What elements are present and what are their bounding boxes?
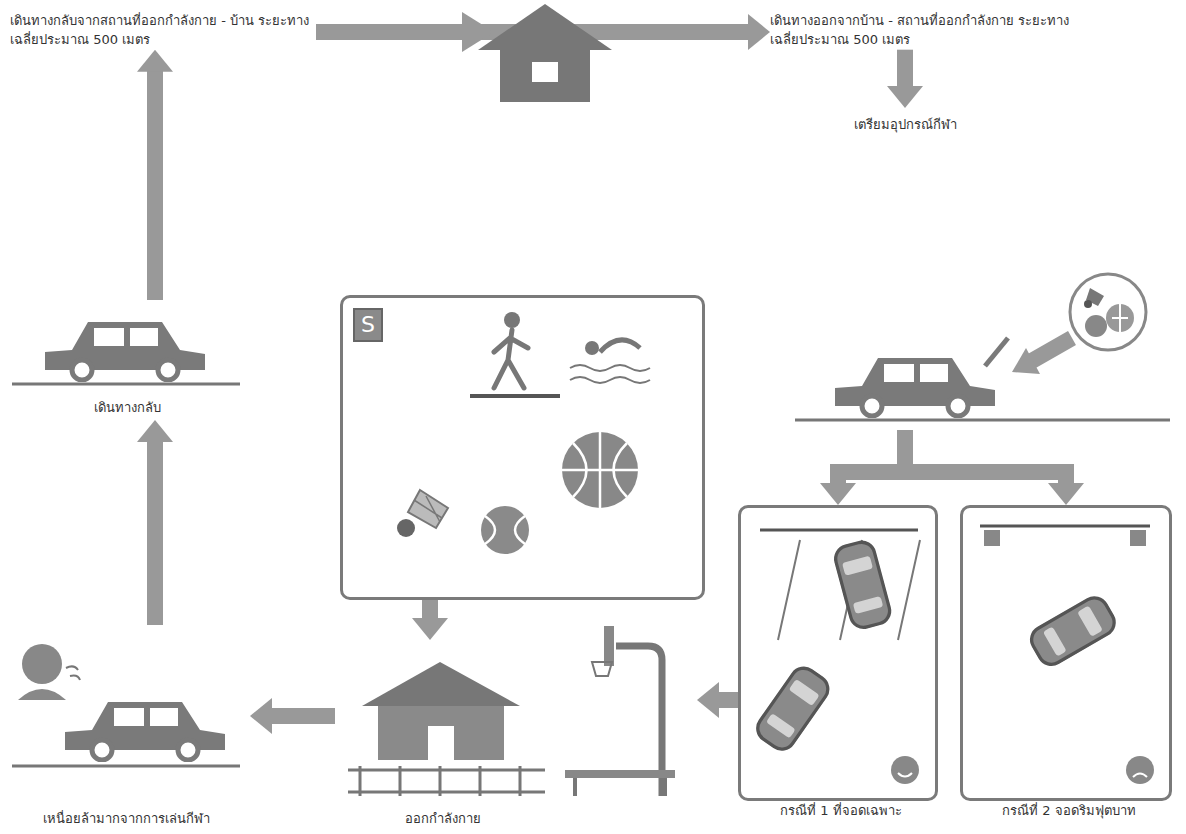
arrow-head xyxy=(887,86,923,108)
step-label: เดินทางออกจากบ้าน - สถานที่ออกกำลังกาย ร… xyxy=(770,12,1076,50)
arrow-head xyxy=(137,50,173,72)
step-panel: เหนื่อยล้ามากจากการเล่นกีฬา xyxy=(8,625,250,833)
car-loading xyxy=(795,338,1170,420)
arrow-head xyxy=(412,618,448,640)
tired-person-car xyxy=(12,644,240,766)
arrow-shaft xyxy=(147,70,163,300)
arrow-head xyxy=(1048,483,1084,505)
arrow-shaft xyxy=(717,692,738,708)
step-label: เตรียมอุปกรณ์กีฬา xyxy=(825,116,985,135)
step-text: เดินทางกลับจากสถานที่ออกกำลังกาย - บ้าน … xyxy=(10,12,316,50)
step-label: เดินทางกลับ xyxy=(12,399,242,418)
step-label: ออกกำลังกาย xyxy=(335,810,550,829)
arrow-head xyxy=(250,698,272,734)
step-panel: ออกกำลังกาย xyxy=(335,640,697,833)
step-label: S xyxy=(353,308,383,342)
equipment-bubble xyxy=(1012,274,1146,374)
case-box: กรณีที่ 1 ที่จอดเฉพาะ xyxy=(738,505,938,801)
flow-arrow xyxy=(137,420,173,625)
arrow-shaft xyxy=(838,430,905,485)
flow-arrow xyxy=(250,698,335,734)
step-panel: เตรียมอุปกรณ์กีฬา xyxy=(790,108,1172,430)
arrow-shaft xyxy=(147,440,163,625)
step-text: เดินทางออกจากบ้าน - สถานที่ออกกำลังกาย ร… xyxy=(770,12,1076,50)
house-icon xyxy=(462,4,612,102)
case-box: กรณีที่ 2 จอดริมฟุตบาท xyxy=(960,505,1172,801)
arrow-shaft xyxy=(905,430,1066,485)
arrow-head xyxy=(748,14,770,50)
flow-arrow xyxy=(820,430,905,505)
step-panel: เดินทางกลับ xyxy=(12,300,248,420)
flow-arrow xyxy=(887,50,923,108)
parking-bay xyxy=(753,530,920,784)
flow-arrow xyxy=(905,430,1084,505)
car-return xyxy=(12,322,240,384)
flow-arrow xyxy=(412,600,448,640)
step-label: เดินทางกลับจากสถานที่ออกกำลังกาย - บ้าน … xyxy=(10,12,316,50)
arrow-head xyxy=(820,483,856,505)
step-label: กรณีที่ 2 จอดริมฟุตบาท xyxy=(957,802,1181,821)
arrow-shaft xyxy=(897,50,913,88)
activity-box: S xyxy=(340,295,705,600)
sports-icons xyxy=(397,312,650,554)
step-label: เหนื่อยล้ามากจากการเล่นกีฬา xyxy=(8,810,244,829)
flow-arrow xyxy=(697,682,738,718)
sports-hall xyxy=(348,626,675,796)
arrow-head xyxy=(697,682,719,718)
arrow-head xyxy=(137,420,173,442)
step-label: กรณีที่ 1 ที่จอดเฉพาะ xyxy=(735,802,947,821)
arrow-shaft xyxy=(422,600,438,620)
roadside-parking xyxy=(980,526,1154,784)
flow-arrow xyxy=(137,50,173,300)
arrow-shaft xyxy=(270,708,335,724)
